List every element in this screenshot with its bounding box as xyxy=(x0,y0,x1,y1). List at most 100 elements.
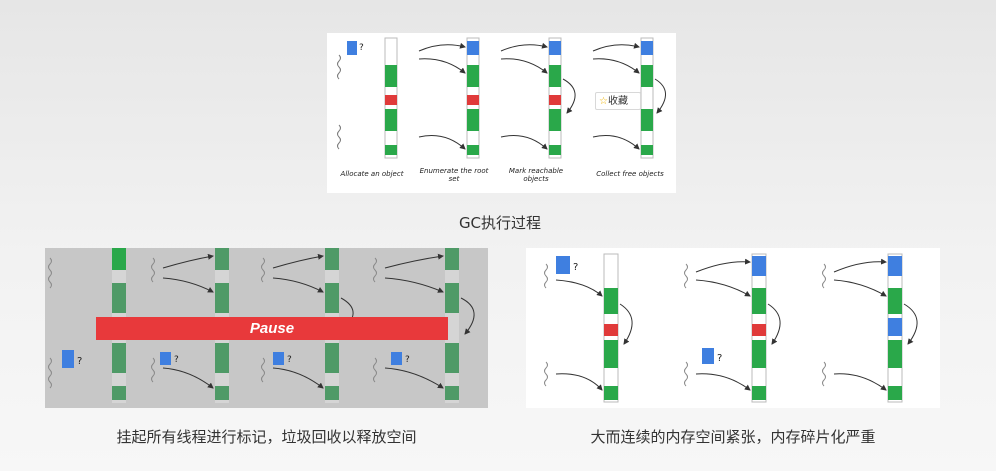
root-squiggle xyxy=(373,357,377,383)
root-arrow xyxy=(555,279,603,297)
root-squiggle xyxy=(48,257,52,289)
live-object xyxy=(467,109,479,131)
live-object xyxy=(215,386,229,400)
live-object xyxy=(888,288,902,314)
reference-arrow xyxy=(903,303,918,345)
live-object xyxy=(445,248,459,270)
root-arrow xyxy=(500,42,548,52)
live-object xyxy=(888,386,902,400)
step-label-enumerate: Enumerate the root set xyxy=(419,167,489,183)
live-object xyxy=(752,340,766,368)
live-object xyxy=(467,65,479,87)
stop-the-world-caption: 挂起所有线程进行标记，垃圾回收以释放空间 xyxy=(116,428,417,446)
live-object xyxy=(385,145,397,155)
question-mark: ? xyxy=(573,262,578,273)
heap-column-3 xyxy=(833,253,918,403)
live-object xyxy=(888,340,902,368)
root-arrow xyxy=(418,58,466,74)
question-mark: ? xyxy=(287,355,292,365)
root-arrow xyxy=(833,258,887,273)
root-arrow xyxy=(592,58,640,74)
unreachable-object xyxy=(467,95,479,105)
live-object xyxy=(604,386,618,400)
root-squiggle xyxy=(151,357,155,383)
new-object xyxy=(549,41,561,55)
heap-column xyxy=(640,37,654,159)
heap-column-2: ? xyxy=(695,253,781,403)
root-arrow xyxy=(272,277,324,293)
question-mark: ? xyxy=(717,353,722,364)
root-arrow xyxy=(695,373,751,391)
live-object xyxy=(445,386,459,400)
root-squiggle xyxy=(822,361,826,387)
root-squiggle xyxy=(337,54,341,80)
fragmentation-diagram: ? ? xyxy=(526,248,940,408)
new-object xyxy=(273,352,284,365)
unreachable-object xyxy=(752,324,766,336)
heap-column-4 xyxy=(445,248,459,403)
root-arrow xyxy=(833,373,887,391)
live-object xyxy=(112,248,126,270)
star-icon: ☆ xyxy=(599,96,608,107)
live-object xyxy=(445,343,459,373)
question-mark: ? xyxy=(405,355,410,365)
step-collect xyxy=(592,37,666,159)
fragmentation-graphic: ? ? xyxy=(544,253,918,403)
unreachable-object xyxy=(385,95,397,105)
live-object xyxy=(641,65,653,87)
live-object xyxy=(549,109,561,131)
root-squiggle xyxy=(261,357,265,383)
gc-process-caption: GC执行过程 xyxy=(458,214,542,232)
root-squiggle xyxy=(261,257,265,283)
live-object xyxy=(325,248,339,270)
root-squiggle xyxy=(684,361,688,387)
new-object xyxy=(752,256,766,276)
new-object xyxy=(556,256,570,274)
root-squiggle xyxy=(151,257,155,283)
new-object xyxy=(467,41,479,55)
root-arrow xyxy=(500,58,548,74)
live-object xyxy=(215,343,229,373)
live-object xyxy=(112,283,126,313)
live-object xyxy=(549,145,561,155)
live-object xyxy=(604,288,618,314)
new-object xyxy=(641,41,653,55)
new-object xyxy=(702,348,714,364)
live-object xyxy=(752,386,766,400)
live-object xyxy=(215,283,229,313)
live-object xyxy=(112,386,126,400)
live-object xyxy=(385,109,397,131)
root-squiggle xyxy=(684,263,688,289)
root-squiggle xyxy=(822,263,826,289)
live-object xyxy=(467,145,479,155)
new-object xyxy=(888,256,902,276)
new-object xyxy=(62,350,74,368)
root-arrow xyxy=(272,367,324,389)
step-label-collect: Collect free objects xyxy=(596,170,664,178)
root-arrow xyxy=(162,253,214,269)
live-object xyxy=(604,340,618,368)
reference-arrow xyxy=(562,78,576,114)
live-object xyxy=(752,288,766,314)
live-object xyxy=(215,248,229,270)
root-arrow xyxy=(384,253,444,269)
reference-arrow xyxy=(460,297,475,335)
root-arrow xyxy=(418,42,466,52)
new-object xyxy=(160,352,171,365)
root-arrow xyxy=(162,277,214,293)
gc-process-diagram: ? xyxy=(327,33,676,193)
live-object xyxy=(445,283,459,313)
root-squiggle xyxy=(337,124,341,150)
step-label-allocate: Allocate an object xyxy=(340,170,404,178)
root-arrow xyxy=(555,373,603,391)
live-object xyxy=(325,343,339,373)
live-object xyxy=(549,65,561,87)
live-object xyxy=(325,283,339,313)
question-mark: ? xyxy=(77,356,82,367)
new-object xyxy=(888,318,902,336)
root-arrow xyxy=(500,135,548,150)
pause-bar: Pause xyxy=(96,317,448,340)
root-arrow xyxy=(833,279,887,297)
favorite-button[interactable]: ☆收藏 xyxy=(595,92,641,110)
new-object xyxy=(391,352,402,365)
